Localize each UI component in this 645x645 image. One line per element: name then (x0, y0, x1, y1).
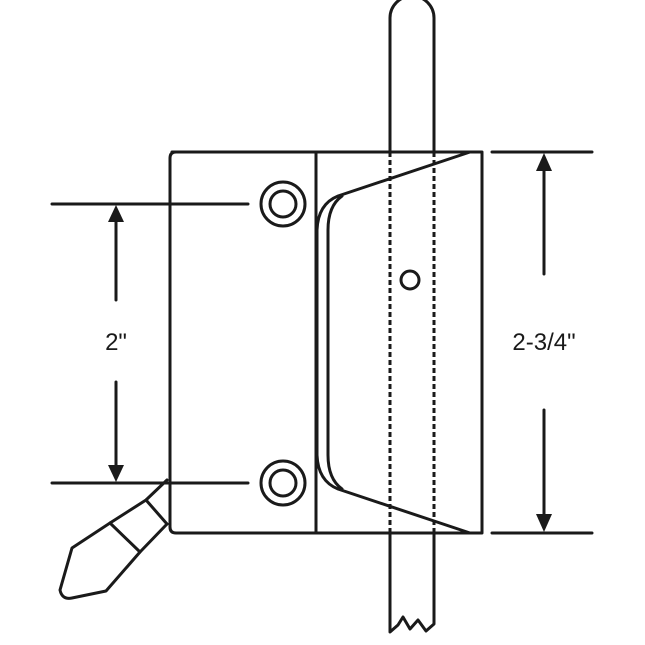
handle-recess (315, 150, 472, 535)
dimension-overall-height: 2-3/4" (490, 150, 594, 535)
screw-hole-top (259, 180, 307, 228)
dimension-label-2-3-4in: 2-3/4" (512, 329, 575, 356)
center-hole (399, 269, 421, 291)
latch-rod (388, 0, 436, 634)
dimension-label-2in: 2" (105, 329, 127, 356)
latch-hook (58, 478, 169, 600)
dimension-hole-spacing: 2" (50, 202, 250, 485)
screw-hole-bottom (259, 459, 307, 507)
